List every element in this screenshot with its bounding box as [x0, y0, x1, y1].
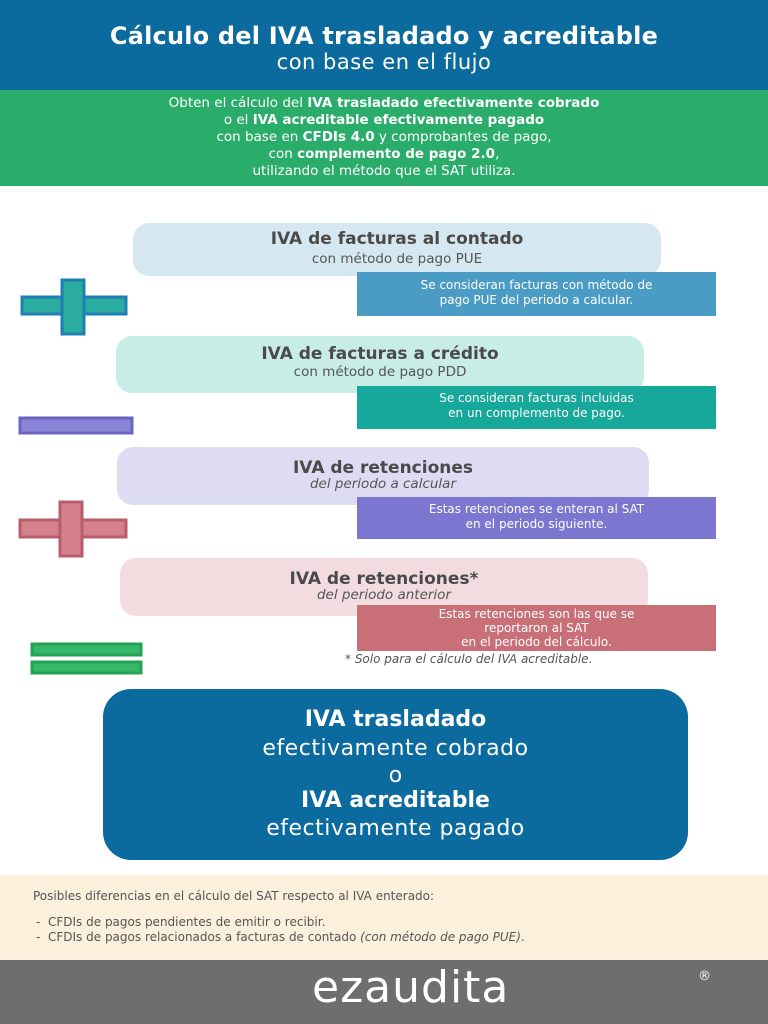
intro-line-3: con base en CFDIs 4.0 y comprobantes de …: [216, 129, 552, 145]
brand-logo: ezaudita: [312, 962, 510, 1013]
step-pdd-pill: IVA de facturas a crédito con método de …: [116, 336, 644, 393]
plus-icon: [18, 500, 128, 558]
step-pdd-subtitle: con método de pago PDD: [293, 364, 467, 380]
intro-line-5: utilizando el método que el SAT utiliza.: [252, 163, 516, 179]
step-retenciones-note: Estas retenciones se enteran al SAT en e…: [357, 497, 716, 539]
notes-intro: Posibles diferencias en el cálculo del S…: [33, 889, 435, 903]
intro-line-2: o el IVA acreditable efectivamente pagad…: [223, 112, 545, 128]
step-retenciones-title: IVA de retenciones: [292, 458, 474, 478]
registered-mark: ®: [698, 969, 711, 984]
result-line-3: o: [388, 763, 403, 788]
list-item: CFDIs de pagos pendientes de emitir o re…: [36, 915, 525, 930]
plus-icon: [20, 278, 128, 336]
header-banner: Cálculo del IVA trasladado y acreditable…: [0, 0, 768, 90]
result-line-5: efectivamente pagado: [266, 816, 525, 841]
step-retenciones-anterior-title: IVA de retenciones*: [289, 569, 479, 589]
step-retenciones-subtitle: del periodo a calcular: [309, 476, 457, 492]
step-pue-title: IVA de facturas al contado: [270, 229, 524, 249]
intro-line-1: Obten el cálculo del IVA trasladado efec…: [168, 95, 600, 111]
footer: ezaudita ®: [0, 960, 768, 1024]
differences-notes: Posibles diferencias en el cálculo del S…: [0, 875, 768, 960]
notes-list: CFDIs de pagos pendientes de emitir o re…: [36, 915, 525, 945]
asterisk-footnote: * Solo para el cálculo del IVA acreditab…: [345, 652, 593, 666]
result-box: IVA trasladado efectivamente cobrado o I…: [103, 689, 688, 860]
equals-icon: [30, 642, 143, 675]
result-line-4: IVA acreditable: [301, 788, 490, 813]
result-line-2: efectivamente cobrado: [262, 736, 529, 761]
intro-line-4: con complemento de pago 2.0,: [268, 146, 500, 162]
result-line-1: IVA trasladado: [304, 707, 487, 732]
step-pdd-title: IVA de facturas a crédito: [261, 344, 499, 364]
page-subtitle: con base en el flujo: [276, 50, 492, 74]
minus-icon: [18, 416, 134, 435]
step-pdd-note: Se consideran facturas incluidas en un c…: [357, 386, 716, 429]
step-pue-pill: IVA de facturas al contado con método de…: [133, 223, 661, 276]
list-item: CFDIs de pagos relacionados a facturas d…: [36, 930, 525, 945]
step-retenciones-pill: IVA de retenciones del periodo a calcula…: [117, 447, 649, 505]
intro-banner: Obten el cálculo del IVA trasladado efec…: [0, 90, 768, 186]
step-retenciones-anterior-subtitle: del periodo anterior: [316, 587, 451, 603]
step-pue-note: Se consideran facturas con método de pag…: [357, 272, 716, 316]
step-pue-subtitle: con método de pago PUE: [311, 251, 483, 267]
step-retenciones-anterior-note: Estas retenciones son las que se reporta…: [357, 605, 716, 651]
page-title: Cálculo del IVA trasladado y acreditable: [109, 22, 659, 50]
